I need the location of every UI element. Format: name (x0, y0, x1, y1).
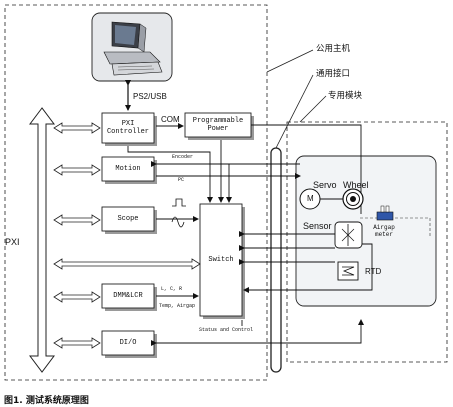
dedicated-module-frame (286, 121, 448, 363)
airgap-meter-icon (376, 211, 394, 221)
pc-label: PC (178, 177, 185, 183)
switch-box: Switch (208, 255, 234, 264)
rtd-label: RTD (365, 267, 382, 276)
lcr-params-label: L, C, R (161, 286, 183, 292)
wheel-icon (342, 188, 364, 210)
callout-lines (266, 49, 327, 149)
pxi-controller-box: PXI Controller (106, 119, 149, 136)
rtd-icon (337, 261, 359, 281)
waveform-icon (171, 198, 186, 228)
public-host-frame (4, 4, 268, 381)
public-host-label: 公用主机 (316, 44, 351, 54)
module-panel (295, 155, 437, 307)
servo-label: Servo (313, 180, 337, 190)
dedicated-module-label: 专用模块 (328, 91, 363, 101)
airgap-meter-label: Airgap meter (373, 224, 395, 238)
pxi-label: PXI (5, 237, 20, 247)
bus-connectors (53, 122, 201, 349)
sensor-label: Sensor (303, 221, 332, 231)
scope-box: Scope (117, 214, 139, 223)
computer-icon (91, 12, 173, 82)
common-interface-label: 通用接口 (316, 69, 351, 79)
sensor-icon (334, 221, 363, 249)
com-label: COM (161, 115, 180, 124)
encoder-label: Encoder (172, 154, 194, 160)
ps2usb-label: PS2/USB (133, 92, 167, 101)
pxi-bus-arrow (29, 107, 55, 373)
status-control-label: Status and Control (199, 327, 254, 333)
common-interface-bar (270, 147, 282, 373)
programmable-power-box: Programmable Power (192, 116, 244, 133)
figure-caption: 图1. 测试系统原理图 (4, 396, 89, 406)
temp-airgap-label: Temp, Airgap (159, 303, 196, 309)
wheel-label: Wheel (343, 180, 369, 190)
motor-m-label: M (307, 194, 314, 203)
dmm-lcr-box: DMM&LCR (113, 291, 143, 300)
motion-box: Motion (115, 164, 141, 173)
dio-box: DI/O (119, 338, 137, 347)
